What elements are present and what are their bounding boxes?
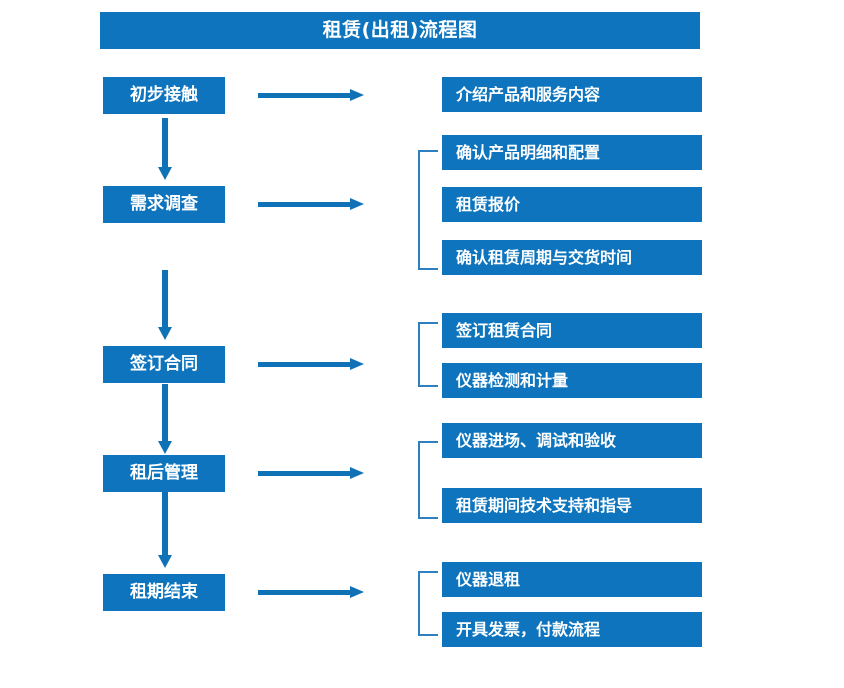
group-bracket-stage-5	[418, 571, 438, 636]
arrow-shaft	[162, 492, 168, 555]
group-bracket-stage-4	[418, 441, 438, 519]
stage-label: 初步接触	[130, 85, 198, 105]
detail-box-4-2[interactable]: 租赁期间技术支持和指导	[442, 488, 702, 523]
arrow-down-4-to-5	[158, 492, 172, 568]
detail-box-4-1[interactable]: 仪器进场、调试和验收	[442, 423, 702, 458]
arrow-shaft	[258, 202, 352, 207]
detail-label: 仪器退租	[456, 569, 521, 589]
detail-label: 签订租赁合同	[456, 320, 553, 340]
arrow-head	[350, 586, 364, 598]
stage-label: 签订合同	[130, 354, 198, 374]
arrow-right-stage-3	[258, 356, 366, 372]
diagram-title: 租赁(出租)流程图	[322, 19, 478, 41]
arrow-head	[158, 327, 172, 340]
group-bracket-stage-2	[418, 150, 438, 270]
stage-box-1[interactable]: 初步接触	[103, 77, 225, 114]
detail-box-5-2[interactable]: 开具发票，付款流程	[442, 612, 702, 647]
arrow-shaft	[162, 384, 168, 441]
arrow-head	[350, 89, 364, 101]
detail-label: 确认租赁周期与交货时间	[456, 247, 633, 267]
arrow-right-stage-5	[258, 584, 366, 600]
arrow-right-stage-4	[258, 465, 366, 481]
stage-box-4[interactable]: 租后管理	[103, 455, 225, 492]
detail-box-3-1[interactable]: 签订租赁合同	[442, 313, 702, 348]
arrow-right-stage-1	[258, 87, 366, 103]
arrow-shaft	[258, 362, 352, 367]
detail-label: 开具发票，付款流程	[456, 619, 601, 639]
detail-box-3-2[interactable]: 仪器检测和计量	[442, 363, 702, 398]
diagram-title-bar: 租赁(出租)流程图	[100, 12, 700, 49]
arrow-head	[350, 358, 364, 370]
arrow-shaft	[258, 590, 352, 595]
detail-label: 租赁报价	[456, 194, 521, 214]
stage-box-2[interactable]: 需求调查	[103, 186, 225, 223]
detail-label: 介绍产品和服务内容	[456, 84, 601, 104]
stage-box-5[interactable]: 租期结束	[103, 574, 225, 611]
detail-box-2-2[interactable]: 租赁报价	[442, 187, 702, 222]
stage-label: 租后管理	[130, 463, 198, 483]
detail-box-2-1[interactable]: 确认产品明细和配置	[442, 135, 702, 170]
arrow-shaft	[258, 93, 352, 98]
detail-box-2-3[interactable]: 确认租赁周期与交货时间	[442, 240, 702, 275]
arrow-head	[158, 167, 172, 180]
detail-box-5-1[interactable]: 仪器退租	[442, 562, 702, 597]
stage-label: 租期结束	[130, 582, 198, 602]
arrow-head	[158, 555, 172, 568]
arrow-shaft	[162, 270, 168, 327]
stage-box-3[interactable]: 签订合同	[103, 346, 225, 383]
arrow-down-1-to-2	[158, 118, 172, 180]
arrow-head	[350, 467, 364, 479]
arrow-shaft	[258, 471, 352, 476]
detail-label: 仪器检测和计量	[456, 370, 569, 390]
arrow-down-3-to-4	[158, 384, 172, 454]
detail-label: 租赁期间技术支持和指导	[456, 495, 633, 515]
detail-box-1-1[interactable]: 介绍产品和服务内容	[442, 77, 702, 112]
stage-label: 需求调查	[130, 194, 198, 214]
arrow-head	[350, 198, 364, 210]
arrow-down-2-to-3	[158, 270, 172, 340]
arrow-shaft	[162, 118, 168, 167]
arrow-head	[158, 441, 172, 454]
arrow-right-stage-2	[258, 196, 366, 212]
detail-label: 确认产品明细和配置	[456, 142, 601, 162]
group-bracket-stage-3	[418, 322, 438, 387]
detail-label: 仪器进场、调试和验收	[456, 430, 617, 450]
